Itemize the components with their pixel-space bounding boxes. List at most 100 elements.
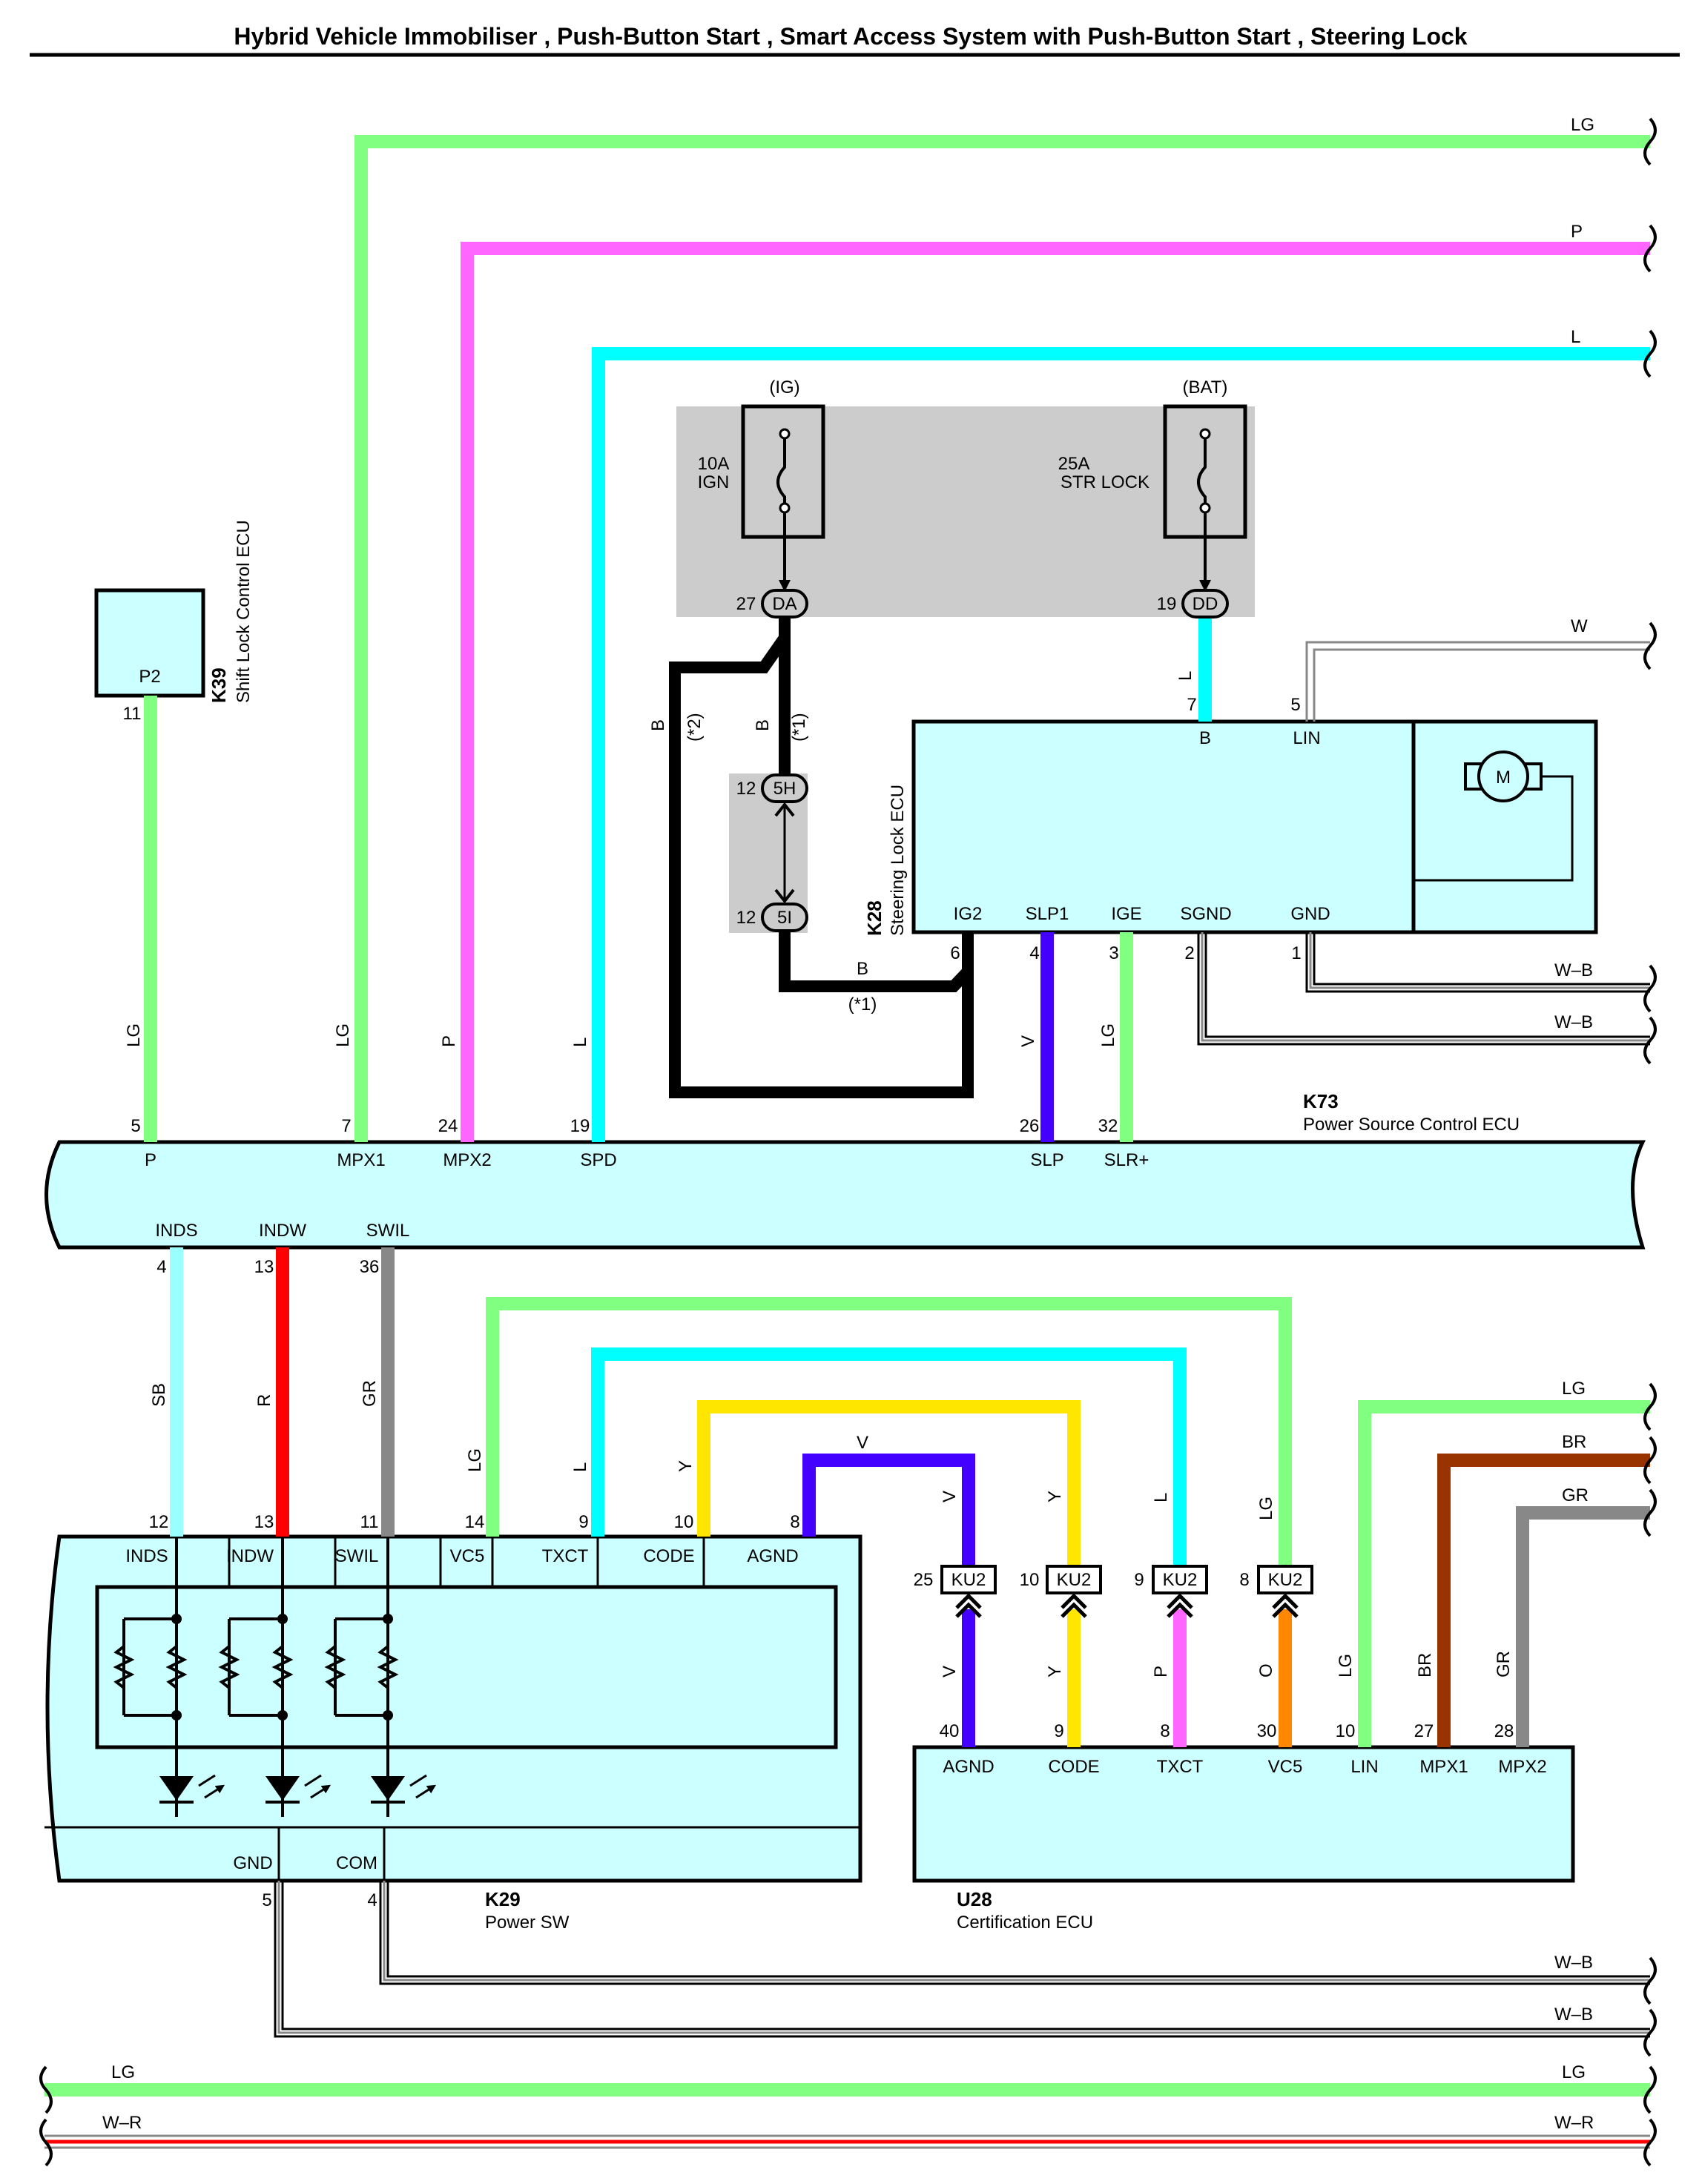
wire-wb-sgnd-inner [1201, 932, 1650, 1042]
svg-text:IG2: IG2 [954, 904, 983, 924]
svg-text:K39: K39 [208, 667, 230, 703]
svg-text:LG: LG [333, 1023, 353, 1047]
svg-text:VC5: VC5 [450, 1546, 485, 1566]
svg-text:19: 19 [570, 1116, 590, 1136]
svg-text:Shift Lock Control ECU: Shift Lock Control ECU [234, 520, 254, 703]
svg-text:LG: LG [111, 2062, 135, 2082]
svg-text:Power SW: Power SW [485, 1913, 570, 1933]
svg-text:P: P [439, 1035, 459, 1047]
led-icon [371, 1776, 405, 1801]
svg-text:27: 27 [736, 594, 756, 614]
fuse-str-lock-icon [1197, 434, 1207, 537]
led-icon [159, 1776, 194, 1801]
svg-text:30: 30 [1257, 1721, 1277, 1741]
resistor-icon [218, 1645, 240, 1689]
fuse-ign: (IG) 10A IGN DA 27 [698, 377, 825, 618]
wire-lg-top [354, 135, 1650, 1142]
k29-indicator-network [113, 1537, 399, 1817]
svg-text:B: B [1199, 728, 1211, 748]
svg-text:MPX2: MPX2 [1498, 1757, 1546, 1777]
svg-text:9: 9 [1134, 1570, 1144, 1590]
wire-wb-com-inner [383, 1881, 1650, 1982]
svg-text:L: L [1151, 1493, 1171, 1502]
svg-text:B: B [753, 719, 773, 731]
svg-text:5: 5 [262, 1890, 271, 1910]
svg-text:8: 8 [1239, 1570, 1249, 1590]
svg-text:W–B: W–B [1554, 960, 1593, 980]
svg-text:KU2: KU2 [1268, 1570, 1303, 1590]
svg-text:13: 13 [254, 1512, 274, 1532]
wire-wb-gnd-k29-inner [277, 1881, 1650, 2034]
svg-text:IGE: IGE [1111, 904, 1141, 924]
svg-text:5H: 5H [774, 779, 796, 799]
svg-text:12: 12 [736, 779, 756, 799]
wire-wb-gnd-inner [1309, 932, 1650, 989]
wire-wb-gnd [1305, 932, 1650, 993]
svg-text:LG: LG [1336, 1654, 1356, 1677]
svg-text:IGN: IGN [698, 472, 730, 492]
svg-text:SWIL: SWIL [366, 1221, 410, 1241]
svg-text:2: 2 [1184, 943, 1194, 963]
svg-text:10: 10 [1020, 1570, 1040, 1590]
svg-text:LG: LG [1098, 1023, 1118, 1047]
svg-text:K29: K29 [485, 1888, 521, 1910]
svg-text:AGND: AGND [943, 1757, 994, 1777]
resistor-icon [271, 1645, 294, 1689]
wire-b-junction [779, 931, 974, 992]
svg-text:Y: Y [1045, 1666, 1065, 1677]
svg-text:LG: LG [1571, 115, 1594, 135]
svg-text:R: R [254, 1394, 274, 1407]
svg-text:36: 36 [360, 1257, 380, 1277]
svg-text:V: V [857, 1433, 868, 1453]
svg-text:L: L [570, 1462, 590, 1472]
b-wire-labels: B (*2) B (*1) B (*1) [648, 713, 877, 1015]
svg-text:10: 10 [674, 1512, 694, 1532]
led-icon [265, 1776, 300, 1801]
svg-text:28: 28 [1494, 1721, 1514, 1741]
svg-text:U28: U28 [957, 1888, 992, 1910]
svg-text:MPX1: MPX1 [1419, 1757, 1468, 1777]
ku2-10: KU2 10 Y Y [1020, 1491, 1102, 1677]
svg-text:1: 1 [1291, 943, 1301, 963]
svg-text:LG: LG [124, 1023, 144, 1047]
svg-text:MPX2: MPX2 [443, 1150, 491, 1170]
svg-text:BR: BR [1562, 1432, 1586, 1452]
svg-text:TXCT: TXCT [542, 1546, 589, 1566]
svg-text:GR: GR [360, 1380, 380, 1407]
svg-text:V: V [1018, 1035, 1038, 1047]
svg-text:3: 3 [1109, 943, 1118, 963]
svg-text:(*2): (*2) [685, 713, 705, 742]
svg-text:13: 13 [254, 1257, 274, 1277]
wire-wb-sgnd [1197, 932, 1650, 1046]
svg-text:40: 40 [940, 1721, 960, 1741]
svg-text:SLP: SLP [1030, 1150, 1063, 1170]
wire-lg-u28-lin [1358, 1400, 1650, 1747]
junction-connectors: 5H 12 5I 12 [736, 773, 808, 932]
svg-text:L: L [1571, 327, 1580, 347]
wire-b-star2 [669, 634, 974, 1098]
k29: INDS INDW SWIL VC5 TXCT CODE AGND 12 13 … [44, 1433, 868, 1933]
svg-text:CODE: CODE [643, 1546, 694, 1566]
svg-text:W–R: W–R [102, 2113, 142, 2133]
svg-text:P: P [1151, 1666, 1171, 1677]
wire-y-code [697, 1400, 1081, 1566]
svg-text:(*1): (*1) [789, 713, 809, 742]
ku2-connectors: KU2 25 V V KU2 10 Y Y KU2 9 L P 8 KU2 [914, 1491, 1313, 1677]
svg-text:K73: K73 [1303, 1090, 1339, 1112]
wire-wb-com [379, 1881, 1650, 1985]
wire-wb-gnd-k29 [274, 1881, 1650, 2038]
wire-gr-u28-mpx2 [1516, 1506, 1650, 1747]
k39-shift-lock-ecu-box [94, 588, 205, 698]
svg-text:P: P [145, 1150, 156, 1170]
svg-text:4: 4 [156, 1257, 166, 1277]
svg-text:14: 14 [465, 1512, 485, 1532]
svg-text:5: 5 [1290, 695, 1300, 715]
svg-text:5I: 5I [777, 908, 792, 928]
diagram-title: Hybrid Vehicle Immobiliser , Push-Button… [234, 23, 1467, 50]
svg-text:INDW: INDW [259, 1221, 306, 1241]
k28-steering-lock-ecu-box [911, 719, 1598, 934]
u28-certification-ecu-box [912, 1745, 1575, 1883]
svg-text:INDW: INDW [226, 1546, 274, 1566]
svg-text:6: 6 [950, 943, 960, 963]
svg-text:V: V [940, 1666, 960, 1677]
